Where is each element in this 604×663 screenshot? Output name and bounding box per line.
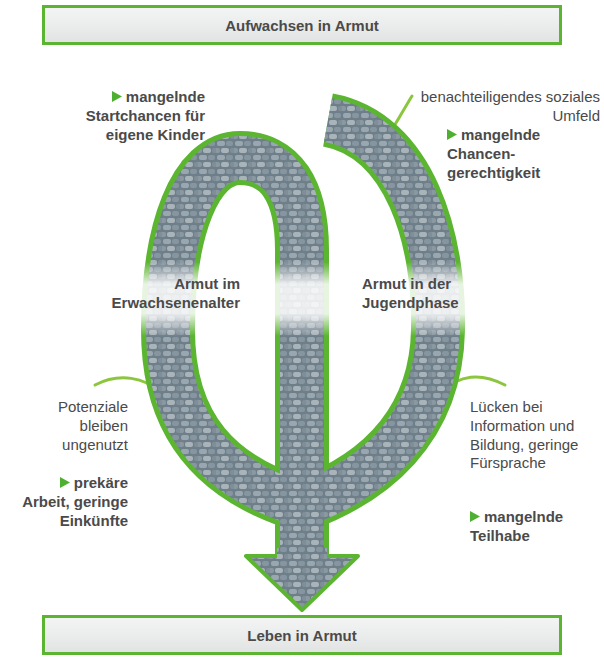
description-text: benachteiligendes soziales Umfeld: [421, 88, 600, 124]
label-group: Armut im Erwachsenenalter: [100, 275, 240, 313]
cobble-road: [168, 120, 438, 560]
description-text: Potenziale bleiben ungenutzt: [58, 398, 128, 453]
key-statement: Armut im Erwachsenenalter: [112, 275, 240, 311]
label-group: mangelnde Chancen- gerechtigkeit: [447, 126, 577, 182]
label-group: mangelnde Teilhabe: [470, 508, 600, 546]
label-group: Lücken bei Information und Bildung, geri…: [470, 398, 600, 473]
bullet-triangle: [470, 511, 480, 522]
label-group: prekäre Arbeit, geringe Einkünfte: [20, 474, 128, 530]
bullet-shape: [447, 129, 457, 140]
band-title: Aufwachsen in Armut: [225, 17, 379, 34]
bullet-triangle: [112, 91, 122, 102]
light-band: [110, 262, 490, 336]
bullet-shape: [60, 477, 70, 488]
key-statement: Armut in der Jugendphase: [362, 275, 459, 311]
bullet-triangle: [447, 129, 457, 140]
label-group: Potenziale bleiben ungenutzt: [20, 398, 128, 454]
bullet-shape: [470, 511, 480, 522]
arrow-head: [246, 556, 358, 610]
arrow-joint: [277, 548, 327, 560]
label-group: benachteiligendes soziales Umfeld: [412, 88, 600, 126]
key-statement: mangelnde Teilhabe: [470, 508, 563, 544]
key-statement: mangelnde Chancen- gerechtigkeit: [447, 126, 540, 181]
bullet-triangle: [60, 477, 70, 488]
band-title: Leben in Armut: [247, 627, 356, 644]
label-group: Armut in der Jugendphase: [362, 275, 492, 313]
label-group: mangelnde Startchancen für eigene Kinder: [70, 88, 205, 144]
key-statement: mangelnde Startchancen für eigene Kinder: [86, 88, 205, 143]
description-text: Lücken bei Information und Bildung, geri…: [470, 398, 578, 471]
key-statement: prekäre Arbeit, geringe Einkünfte: [22, 474, 128, 529]
band-box: Aufwachsen in Armut: [42, 5, 562, 45]
bullet-shape: [112, 91, 122, 102]
band-box: Leben in Armut: [42, 615, 562, 655]
